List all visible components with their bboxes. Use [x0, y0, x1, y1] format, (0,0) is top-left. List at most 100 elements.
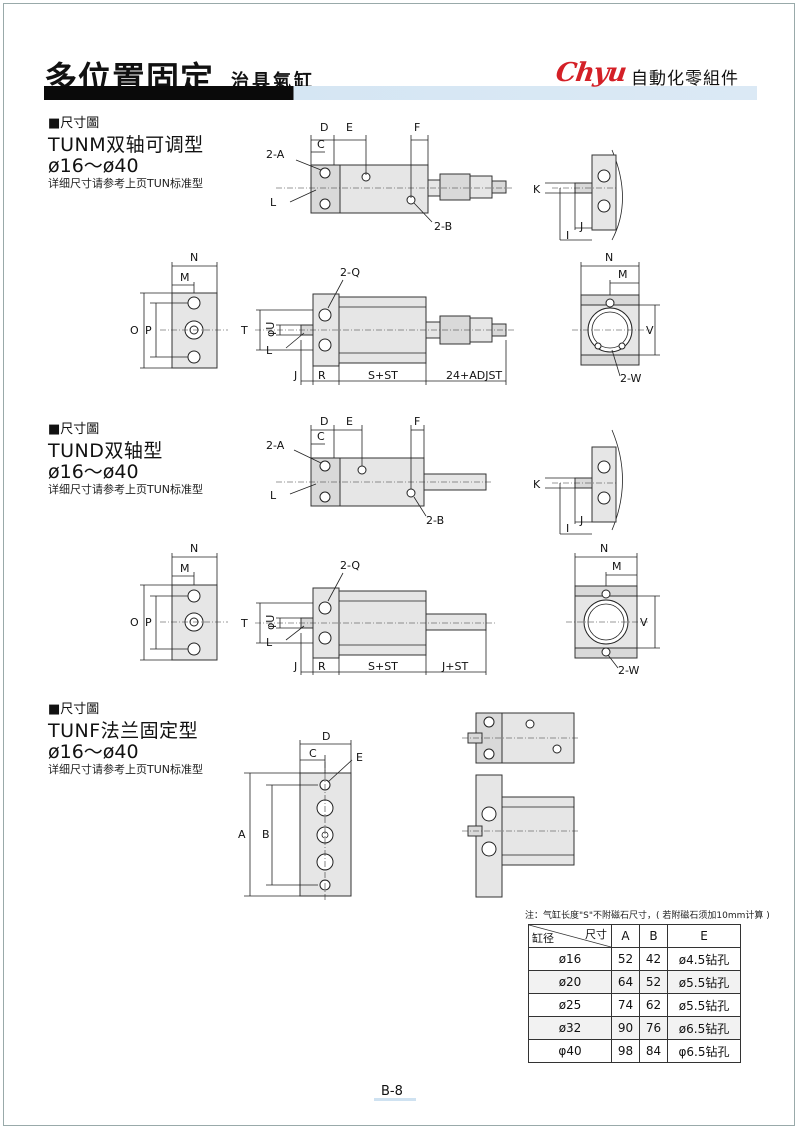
- svg-text:E: E: [346, 415, 353, 428]
- svg-text:J: J: [579, 514, 583, 527]
- svg-text:M: M: [180, 562, 190, 575]
- cell-e: ø5.5钻孔: [667, 970, 741, 994]
- cell-bore: φ40: [528, 1039, 612, 1063]
- svg-text:C: C: [317, 138, 325, 151]
- page-frame: [3, 3, 795, 1126]
- tund-side-view: K I J: [533, 429, 623, 535]
- svg-text:K: K: [533, 478, 541, 491]
- tund-section-view: N M V 2-W: [566, 542, 660, 677]
- cell-a: 52: [611, 947, 640, 971]
- table-header-row: 尺寸 缸径 A B E: [528, 924, 741, 948]
- header-diagonal: [529, 925, 611, 947]
- table-row: ø32 90 76 ø6.5钻孔: [528, 1016, 741, 1040]
- svg-text:2-B: 2-B: [426, 514, 444, 527]
- brand-company: 自動化零組件: [631, 69, 739, 89]
- cell-e: ø4.5钻孔: [667, 947, 741, 971]
- svg-text:M: M: [180, 271, 190, 284]
- tunf-top-view: [462, 712, 580, 764]
- col-header-e: E: [667, 924, 741, 948]
- tunm-front-view: 2-Q T φU L J R S+ST 24+ADJST: [240, 266, 515, 385]
- cell-b: 62: [639, 993, 668, 1017]
- header-top-label: 尺寸: [585, 928, 607, 941]
- svg-text:P: P: [145, 324, 152, 337]
- svg-text:E: E: [356, 751, 363, 764]
- svg-text:2-W: 2-W: [620, 372, 642, 385]
- svg-text:2-A: 2-A: [266, 439, 285, 452]
- table-row: ø20 64 52 ø5.5钻孔: [528, 970, 741, 994]
- table-row: ø16 52 42 ø4.5钻孔: [528, 947, 741, 971]
- svg-text:L: L: [270, 489, 277, 502]
- section-1-model: TUNM双轴可调型: [48, 134, 204, 156]
- svg-text:J: J: [293, 369, 297, 382]
- svg-text:A: A: [238, 828, 246, 841]
- svg-text:V: V: [646, 324, 654, 337]
- svg-text:T: T: [240, 617, 248, 630]
- section-1-range: ø16～ø40: [48, 155, 139, 177]
- spec-table: 尺寸 缸径 A B E ø16 52 42 ø4.5钻孔 ø20 64 52 ø…: [528, 924, 741, 1063]
- svg-text:K: K: [533, 183, 541, 196]
- cell-b: 42: [639, 947, 668, 971]
- section-3-note: 详细尺寸请参考上页TUN标准型: [48, 763, 203, 776]
- tunm-end-view: N M O P: [130, 251, 228, 369]
- col-header-a: A: [611, 924, 640, 948]
- section-2-range: ø16～ø40: [48, 461, 139, 483]
- section-3-label: ■尺寸圖: [48, 702, 100, 717]
- col-header-b: B: [639, 924, 668, 948]
- cell-e: ø6.5钻孔: [667, 1016, 741, 1040]
- svg-text:I: I: [566, 522, 569, 535]
- svg-text:F: F: [414, 121, 420, 134]
- cell-e: ø5.5钻孔: [667, 993, 741, 1017]
- cell-a: 74: [611, 993, 640, 1017]
- section-1-label: ■尺寸圖: [48, 116, 100, 131]
- page-number: B-8: [381, 1084, 403, 1099]
- svg-text:R: R: [318, 660, 326, 673]
- page-number-bar: [374, 1098, 416, 1101]
- section-2-model: TUND双轴型: [48, 440, 163, 462]
- cell-b: 76: [639, 1016, 668, 1040]
- svg-text:L: L: [270, 196, 277, 209]
- svg-text:C: C: [317, 430, 325, 443]
- cell-e: φ6.5钻孔: [667, 1039, 741, 1063]
- section-3-model: TUNF法兰固定型: [48, 720, 199, 742]
- svg-text:J: J: [293, 660, 297, 673]
- cell-a: 98: [611, 1039, 640, 1063]
- svg-text:I: I: [566, 229, 569, 242]
- cell-bore: ø16: [528, 947, 612, 971]
- svg-text:N: N: [190, 542, 198, 555]
- cell-b: 52: [639, 970, 668, 994]
- section-2-note: 详细尺寸请参考上页TUN标准型: [48, 483, 203, 496]
- svg-text:S+ST: S+ST: [368, 660, 398, 673]
- svg-text:O: O: [130, 616, 139, 629]
- table-note: 注：气缸长度"S"不附磁石尺寸，( 若附磁石须加10mm计算 ): [525, 911, 770, 921]
- cell-bore: ø32: [528, 1016, 612, 1040]
- svg-text:B: B: [262, 828, 270, 841]
- svg-text:2-Q: 2-Q: [340, 266, 360, 279]
- tund-top-view: D E F C 2-A L 2-B: [266, 415, 492, 527]
- svg-text:V: V: [640, 616, 648, 629]
- svg-text:O: O: [130, 324, 139, 337]
- table-corner-header: 尺寸 缸径: [528, 924, 612, 948]
- svg-text:R: R: [318, 369, 326, 382]
- cell-a: 64: [611, 970, 640, 994]
- table-row: ø25 74 62 ø5.5钻孔: [528, 993, 741, 1017]
- svg-text:N: N: [190, 251, 198, 264]
- svg-text:2-B: 2-B: [434, 220, 452, 233]
- svg-text:24+ADJST: 24+ADJST: [446, 369, 502, 382]
- svg-text:2-W: 2-W: [618, 664, 640, 677]
- cell-bore: ø25: [528, 993, 612, 1017]
- svg-text:P: P: [145, 616, 152, 629]
- section-1-note: 详细尺寸请参考上页TUN标准型: [48, 177, 203, 190]
- svg-text:T: T: [240, 324, 248, 337]
- svg-text:L: L: [266, 636, 273, 649]
- cell-bore: ø20: [528, 970, 612, 994]
- header-bottom-label: 缸径: [532, 932, 554, 945]
- tund-end-view: N M O P: [130, 542, 228, 661]
- svg-text:2-A: 2-A: [266, 148, 285, 161]
- tunf-flange-view: D C E A B: [238, 730, 363, 902]
- svg-text:D: D: [322, 730, 330, 743]
- svg-text:E: E: [346, 121, 353, 134]
- svg-text:D: D: [320, 415, 328, 428]
- svg-text:φU: φU: [264, 322, 277, 337]
- svg-text:J+ST: J+ST: [441, 660, 468, 673]
